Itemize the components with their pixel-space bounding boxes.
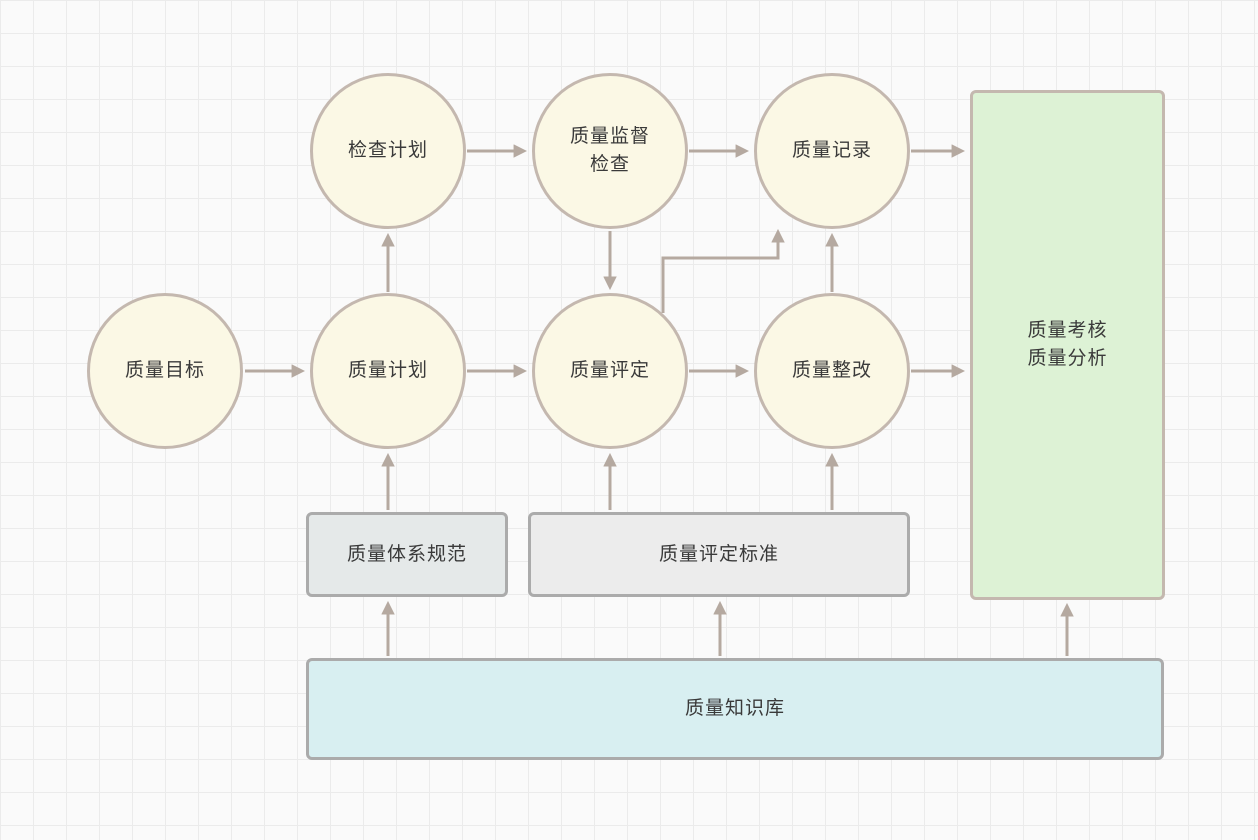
- node-quality-assessment-standard[interactable]: 质量评定标准: [528, 512, 910, 597]
- node-label: 质量整改: [791, 360, 872, 382]
- node-label: 质量评定标准: [658, 543, 779, 565]
- node-quality-assessment[interactable]: 质量评定: [532, 293, 688, 449]
- node-quality-system-spec[interactable]: 质量体系规范: [306, 512, 508, 597]
- node-label: 质量监督 检查: [569, 126, 650, 175]
- node-supervision-check[interactable]: 质量监督 检查: [532, 73, 688, 229]
- node-quality-record[interactable]: 质量记录: [754, 73, 910, 229]
- edge-quality-assessment-to-quality-record[interactable]: [661, 228, 785, 313]
- node-label: 质量目标: [124, 360, 205, 382]
- node-label: 质量知识库: [684, 698, 785, 720]
- node-label: 质量记录: [791, 140, 872, 162]
- node-label: 质量考核 质量分析: [1027, 320, 1108, 369]
- node-label: 质量体系规范: [346, 543, 467, 565]
- node-quality-target[interactable]: 质量目标: [87, 293, 243, 449]
- node-quality-rectification[interactable]: 质量整改: [754, 293, 910, 449]
- node-label: 检查计划: [347, 140, 428, 162]
- node-label: 质量计划: [347, 360, 428, 382]
- node-label: 质量评定: [569, 360, 650, 382]
- node-quality-knowledge-base[interactable]: 质量知识库: [306, 658, 1164, 760]
- node-quality-review[interactable]: 质量考核 质量分析: [970, 90, 1165, 600]
- node-quality-plan[interactable]: 质量计划: [310, 293, 466, 449]
- node-inspection-plan[interactable]: 检查计划: [310, 73, 466, 229]
